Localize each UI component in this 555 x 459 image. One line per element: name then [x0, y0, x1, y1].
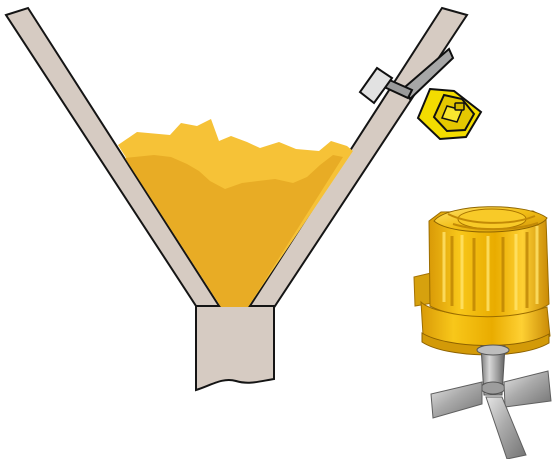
switch-paddle-left: [431, 382, 482, 418]
switch-paddle-lower: [486, 397, 526, 459]
switch-shaft-collar: [477, 345, 509, 355]
switch-paddle-hub: [481, 382, 505, 394]
hopper-illustration: [6, 8, 467, 390]
sensor-cable-gland: [455, 103, 464, 110]
discharge-chute: [196, 306, 274, 390]
switch-top-boss: [458, 209, 526, 229]
switch-paddle-right: [504, 371, 551, 407]
paddle-level-switch-photo: [414, 207, 551, 459]
